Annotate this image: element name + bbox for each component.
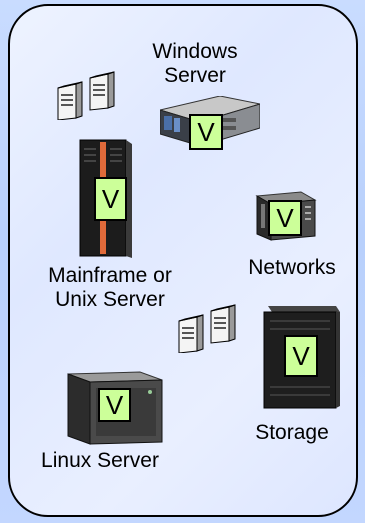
pc-tower-icon (178, 304, 236, 353)
linux-virtualization-marker: V (98, 388, 131, 422)
networks-label: Networks (248, 256, 336, 279)
storage-label: Storage (255, 421, 329, 444)
mainframe-label: Mainframe or Unix Server (48, 264, 172, 311)
pc-tower-icon (57, 71, 115, 120)
linux-server-label: Linux Server (41, 449, 159, 472)
windows-virtualization-marker: V (189, 114, 223, 150)
networks-virtualization-marker: V (268, 200, 302, 236)
storage-virtualization-marker: V (284, 335, 318, 377)
windows-server-label: Windows Server (152, 40, 238, 87)
mainframe-virtualization-marker: V (94, 177, 127, 221)
